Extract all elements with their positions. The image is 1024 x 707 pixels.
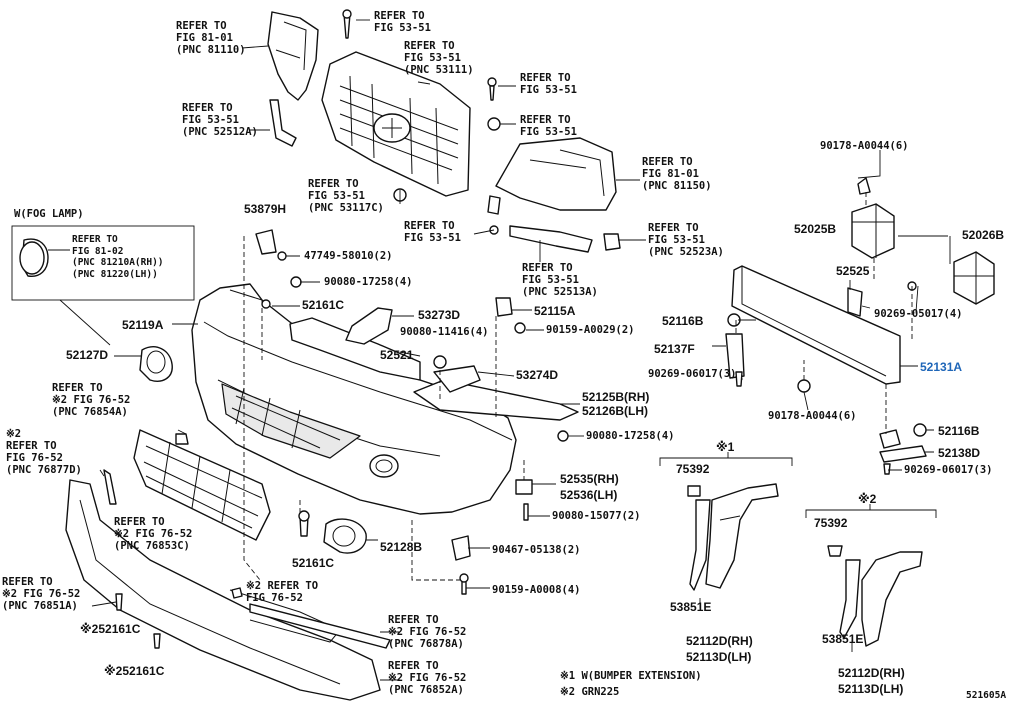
- part-52525: 52525: [836, 264, 870, 278]
- part-53851e-a: 53851E: [670, 600, 712, 614]
- bumper-extension-group-1: [659, 452, 793, 608]
- ref-fig-53-51-d: REFER TO FIG 53-51: [404, 220, 461, 244]
- part-90080-15077: 90080-15077(2): [552, 510, 641, 522]
- lower-spoiler: [65, 433, 391, 701]
- bumper-extension-group-2: [805, 504, 937, 652]
- part-52119a: 52119A: [122, 318, 164, 332]
- ref-fig-76-52-76877d: ※2 REFER TO FIG 76-52 (PNC 76877D): [6, 428, 82, 476]
- part-53879h: 53879H: [244, 202, 287, 216]
- ref-fig-81-02-fog: REFER TO FIG 81-02 (PNC 81210A(RH)) (PNC…: [72, 234, 164, 280]
- part-52113d-b: 52113D(LH): [838, 682, 904, 696]
- ref-fig-53-51-53111: REFER TO FIG 53-51 (PNC 53111): [404, 40, 474, 76]
- part-52025b: 52025B: [794, 222, 837, 236]
- part-52126b: 52126B(LH): [582, 404, 649, 418]
- radiator-grille: [321, 51, 471, 197]
- part-53273d: 53273D: [418, 308, 461, 322]
- fog-bezel-right: [323, 518, 367, 554]
- part-53274d: 53274D: [516, 368, 559, 382]
- lower-grille: [133, 429, 271, 541]
- part-75392-b: 75392: [814, 516, 848, 530]
- ref-fig-53-51-a: REFER TO FIG 53-51: [374, 10, 431, 34]
- part-53851e-b: 53851E: [822, 632, 864, 646]
- part-47749-58010: 47749-58010(2): [304, 250, 393, 262]
- part-52137f: 52137F: [654, 342, 695, 356]
- part-90269-06017-a: 90269-06017(3): [648, 368, 737, 380]
- ref-fig-53-51-52512a: REFER TO FIG 53-51 (PNC 52512A): [182, 102, 258, 138]
- part-90080-17258-b: 90080-17258(4): [586, 430, 675, 442]
- part-90080-17258-a: 90080-17258(4): [324, 276, 413, 288]
- part-90178-a0044-bot: 90178-A0044(6): [768, 410, 857, 422]
- part-90269-06017-b: 90269-06017(3): [904, 464, 993, 476]
- part-90467-05138: 90467-05138(2): [492, 544, 581, 556]
- part-52112d-a: 52112D(RH): [686, 634, 753, 648]
- ref-fig-76-52: ※2 REFER TO FIG 76-52: [246, 580, 319, 604]
- part-52116b-b: 52116B: [938, 424, 980, 438]
- part-90269-05017: 90269-05017(4): [874, 308, 963, 320]
- part-52128b: 52128B: [380, 540, 423, 554]
- ref-fig-53-51-c: REFER TO FIG 53-51: [520, 114, 577, 138]
- ref-fig-76-52-76853c: REFER TO ※2 FIG 76-52 (PNC 76853C): [114, 516, 193, 552]
- part-52115a: 52115A: [534, 304, 576, 318]
- part-52138d: 52138D: [938, 446, 981, 460]
- ref-fig-76-52-76852a: REFER TO ※2 FIG 76-52 (PNC 76852A): [388, 660, 467, 696]
- note-bumper-extension: ※1 W(BUMPER EXTENSION): [560, 670, 702, 682]
- part-52536: 52536(LH): [560, 488, 618, 502]
- ref-fig-76-52-76851a: REFER TO ※2 FIG 76-52 (PNC 76851A): [2, 576, 81, 612]
- part-52026b: 52026B: [962, 228, 1005, 242]
- part-52113d-a: 52113D(LH): [686, 650, 752, 664]
- part-90159-a0029: 90159-A0029(2): [546, 324, 635, 336]
- leader-lines: [91, 19, 646, 681]
- ref-fig-76-52-76878a: REFER TO ※2 FIG 76-52 (PNC 76878A): [388, 614, 467, 650]
- ref-fig-53-51-b: REFER TO FIG 53-51: [520, 72, 577, 96]
- ref-fig-53-51-53117c: REFER TO FIG 53-51 (PNC 53117C): [308, 178, 384, 214]
- group-mark-1: ※1: [716, 440, 735, 454]
- part-90080-11416: 90080-11416(4): [400, 326, 489, 338]
- part-52161c-c: ※252161C: [80, 622, 141, 636]
- mid-fasteners: [115, 479, 533, 649]
- part-52161c-d: ※252161C: [104, 664, 165, 678]
- ref-fig-53-51-52513a: REFER TO FIG 53-51 (PNC 52513A): [522, 262, 598, 298]
- part-75392-a: 75392: [676, 462, 710, 476]
- figure-id: 521605A: [966, 690, 1007, 701]
- part-52535: 52535(RH): [560, 472, 619, 486]
- part-90159-a0008: 90159-A0008(4): [492, 584, 581, 596]
- part-52127d: 52127D: [66, 348, 109, 362]
- note-grn225: ※2 GRN225: [560, 686, 620, 698]
- ref-fig-76-52-76854a: REFER TO ※2 FIG 76-52 (PNC 76854A): [52, 382, 131, 418]
- ref-fig-81-01-81150: REFER TO FIG 81-01 (PNC 81150): [642, 156, 712, 192]
- part-52131a[interactable]: 52131A: [920, 360, 963, 374]
- group-mark-2: ※2: [858, 492, 877, 506]
- headlamp-right: [487, 137, 617, 215]
- fog-lamp-box: [11, 225, 195, 346]
- bumper-reinforcement: [712, 150, 995, 475]
- part-52521: 52521: [380, 348, 414, 362]
- part-90178-a0044-top: 90178-A0044(6): [820, 140, 909, 152]
- part-52161c-b: 52161C: [292, 556, 335, 570]
- fog-bezel-left: [139, 346, 173, 382]
- part-52161c-a: 52161C: [302, 298, 345, 312]
- part-52125b: 52125B(RH): [582, 390, 650, 404]
- ref-fig-53-51-52523a: REFER TO FIG 53-51 (PNC 52523A): [648, 222, 724, 258]
- ref-fig-81-01-81110: REFER TO FIG 81-01 (PNC 81110): [176, 20, 246, 56]
- part-52116b-a: 52116B: [662, 314, 704, 328]
- part-52112d-b: 52112D(RH): [838, 666, 905, 680]
- fog-lamp-title: W(FOG LAMP): [14, 208, 84, 220]
- headlamp-left: [267, 11, 319, 101]
- top-clips: [269, 9, 621, 253]
- bumper-retainers: [255, 229, 579, 442]
